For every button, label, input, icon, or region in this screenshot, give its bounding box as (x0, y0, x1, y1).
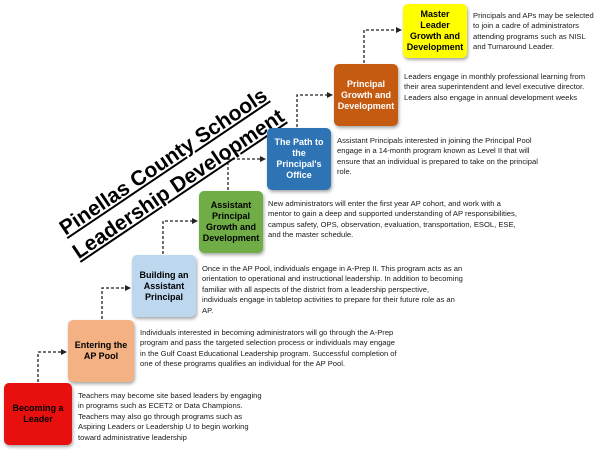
connector-1-2 (37, 351, 62, 382)
connector-4-5 (227, 158, 261, 190)
step-description-becoming-a-leader: Teachers may become site based leaders b… (78, 391, 262, 442)
step-label: Master Leader Growth and Development (406, 9, 464, 52)
step-description-master-leader-growth: Principals and APs may be selected to jo… (473, 11, 594, 52)
step-master-leader-growth: Master Leader Growth and Development (403, 4, 467, 58)
step-label: Building an Assistant Principal (139, 269, 189, 302)
step-label: Principal Growth and Development (337, 78, 395, 111)
step-building-an-assistant-principal: Building an Assistant Principal (132, 255, 196, 317)
step-description-path-to-principals-office: Assistant Principals interested in joini… (337, 136, 538, 177)
step-becoming-a-leader: Becoming a Leader (4, 383, 72, 445)
connector-6-7 (363, 29, 397, 63)
step-label: Entering the AP Pool (74, 340, 128, 361)
step-entering-the-ap-pool: Entering the AP Pool (68, 320, 134, 382)
step-assistant-principal-growth: Assistant Principal Growth and Developme… (199, 191, 263, 253)
connector-3-4 (162, 220, 193, 254)
step-label: Becoming a Leader (12, 403, 64, 424)
step-description-entering-the-ap-pool: Individuals interested in becoming admin… (140, 328, 397, 369)
step-principal-growth: Principal Growth and Development (334, 64, 398, 126)
step-path-to-principals-office: The Path to the Principal's Office (267, 128, 331, 190)
arrowhead-3 (125, 285, 131, 291)
arrowhead-6 (327, 92, 333, 98)
arrowhead-2 (61, 349, 67, 355)
arrowhead-4 (192, 218, 198, 224)
connector-5-6 (296, 94, 328, 127)
step-label: Assistant Principal Growth and Developme… (202, 200, 260, 243)
step-description-assistant-principal-growth: New administrators will enter the first … (268, 199, 517, 240)
connector-2-3 (101, 287, 126, 319)
arrowhead-7 (396, 27, 402, 33)
step-description-principal-growth: Leaders engage in monthly professional l… (404, 72, 586, 102)
arrowhead-5 (260, 156, 266, 162)
step-description-building-an-assistant-principal: Once in the AP Pool, individuals engage … (202, 264, 463, 315)
step-label: The Path to the Principal's Office (274, 137, 324, 180)
